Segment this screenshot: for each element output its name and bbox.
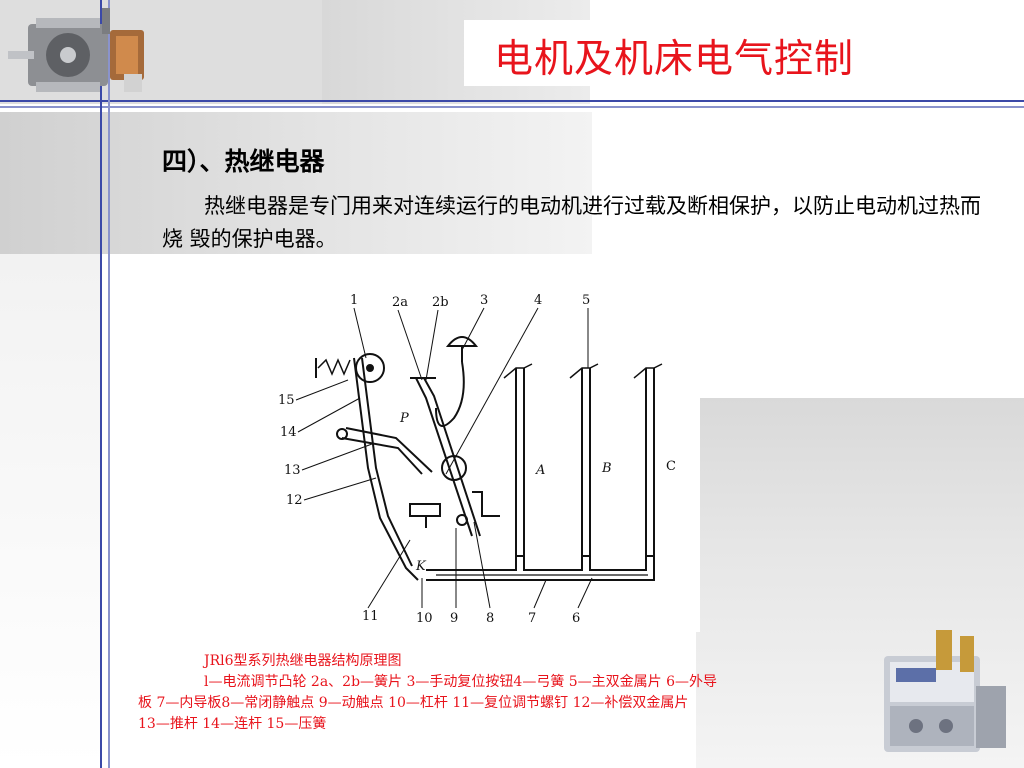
title-box <box>464 20 908 86</box>
main-bimetal-b <box>569 363 599 556</box>
leader-lines <box>295 307 593 609</box>
caption-title: JRl6型系列热继电器结构原理图 <box>204 653 402 669</box>
left-rule-2 <box>108 0 110 768</box>
label-6: 6 <box>572 611 580 626</box>
background-text-panel <box>0 112 592 254</box>
label-5: 5 <box>582 293 590 308</box>
label-1: 1 <box>350 293 358 308</box>
compression-spring-15 <box>315 358 351 378</box>
main-bimetal-c <box>633 363 663 556</box>
linkage-14-13 <box>336 427 433 475</box>
background-left-strip <box>0 254 100 768</box>
header-rule-1 <box>0 100 1024 102</box>
compensating-bimetal-12 <box>353 357 419 581</box>
section-heading: 四）、热继电器 <box>162 147 325 176</box>
label-8: 8 <box>486 611 494 626</box>
label-c: C <box>666 459 676 474</box>
label-a: A <box>535 463 545 478</box>
reset-button-3 <box>435 336 479 427</box>
label-k: K <box>415 559 427 574</box>
label-11: 11 <box>362 609 379 624</box>
label-13: 13 <box>284 463 301 478</box>
caption-line-3: 13—推杆 14—连杆 15—压簧 <box>138 716 327 732</box>
label-15: 15 <box>278 393 295 408</box>
contacts-8-9 <box>409 455 500 528</box>
label-2b: 2b <box>432 295 449 310</box>
label-7: 7 <box>528 611 536 626</box>
caption-line-1: l—电流调节凸轮 2a、2b—簧片 3—手动复位按钮4—弓簧 5—主双金属片 6… <box>204 674 718 690</box>
header-rule-2 <box>0 106 1024 108</box>
caption-line-2: 板 7—内导板8—常闭静触点 9—动触点 10—杠杆 11—复位调节螺钉 12—… <box>138 695 689 711</box>
body-paragraph: 热继电器是专门用来对连续运行的电动机进行过载及断相保护，以防止电动机过热而烧 毁… <box>162 194 981 251</box>
label-3: 3 <box>480 293 488 308</box>
label-2a: 2a <box>392 295 408 310</box>
reeds-2a-2b <box>410 377 481 537</box>
label-10: 10 <box>416 611 433 626</box>
thermal-relay-diagram: 1 2a 2b 3 4 5 15 14 13 12 11 10 9 8 7 6 … <box>276 288 700 632</box>
left-rule-1 <box>100 0 102 768</box>
slide-title: 电机及机床电气控制 <box>494 37 855 82</box>
label-4: 4 <box>534 293 542 308</box>
guide-plates-6-7 <box>426 555 655 581</box>
label-12: 12 <box>286 493 303 508</box>
label-9: 9 <box>450 611 458 626</box>
main-bimetal-a <box>503 363 533 556</box>
label-p: P <box>399 411 409 426</box>
thermal-relay-image <box>884 630 1006 752</box>
label-b: B <box>601 461 612 476</box>
electric-motor-image <box>8 8 144 92</box>
cam-pivot <box>366 364 374 372</box>
label-14: 14 <box>280 425 297 440</box>
